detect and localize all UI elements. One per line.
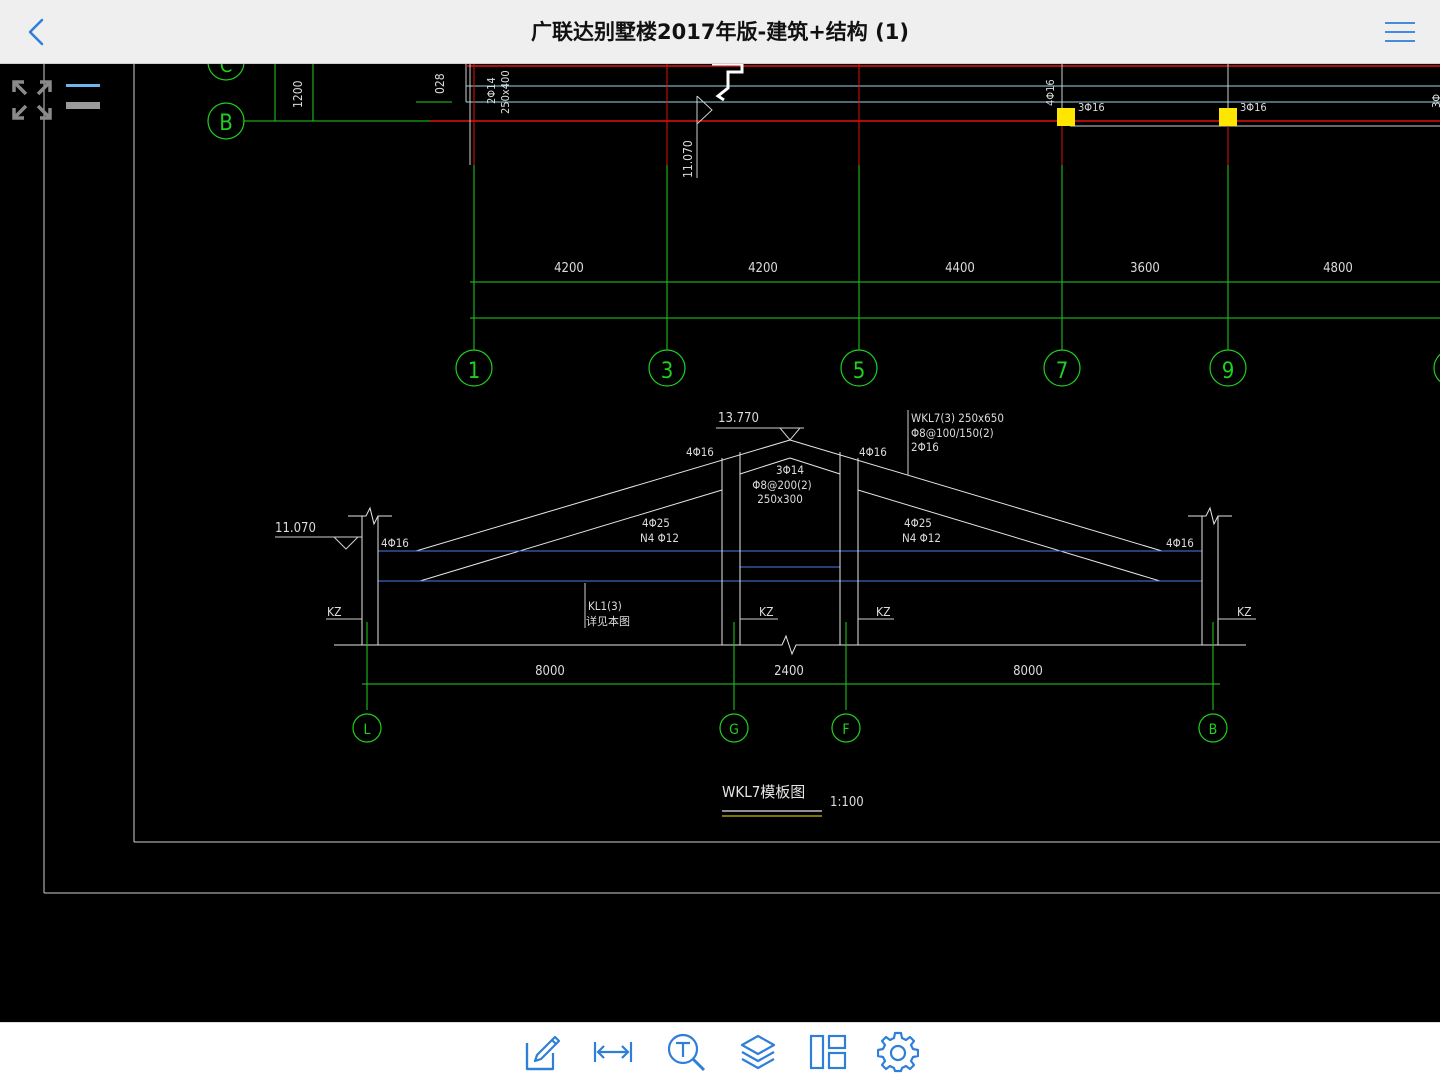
rebar-3phi-c: 3Φ bbox=[1430, 94, 1440, 108]
bottom-dim-2: 2400 bbox=[774, 664, 804, 679]
drawing-scale: 1:100 bbox=[830, 795, 864, 810]
measure-tool-button[interactable] bbox=[592, 1031, 634, 1073]
elev-11070-left: 11.070 bbox=[275, 521, 316, 536]
settings-button[interactable] bbox=[876, 1031, 920, 1073]
bottom-dim-1: 8000 bbox=[535, 664, 565, 679]
rebar-3phi16-a: 3Φ16 bbox=[1078, 101, 1105, 114]
dim-9-11: 4800 bbox=[1323, 261, 1353, 276]
layer-lines-icon bbox=[66, 84, 100, 109]
axis-label-7: 7 bbox=[1056, 359, 1069, 384]
cad-drawing-canvas[interactable]: C B 1200 028 2Φ14 250x400 11.070 bbox=[0, 64, 1440, 1022]
fit-view-button[interactable] bbox=[8, 76, 56, 124]
rebar-3phi16-b: 3Φ16 bbox=[1240, 101, 1267, 114]
dim-3-5: 4200 bbox=[748, 261, 778, 276]
expand-arrows-icon bbox=[12, 80, 52, 120]
grid-label-b: B bbox=[219, 111, 233, 136]
chevron-left-icon bbox=[28, 18, 44, 46]
drawing-frame bbox=[43, 64, 1440, 894]
wkl7-spec-line2: Φ8@100/150(2) bbox=[911, 426, 994, 440]
column-marker-7 bbox=[1057, 108, 1075, 126]
rebar-left-bottom-line1: 4Φ25 bbox=[642, 516, 670, 530]
column-marker-9 bbox=[1219, 108, 1237, 126]
wkl7-spec-line1: WKL7(3) 250x650 bbox=[911, 411, 1004, 425]
top-nav-bar: 广联达别墅楼2017年版-建筑+结构 (1) bbox=[0, 0, 1440, 64]
text-search-button[interactable] bbox=[665, 1031, 707, 1073]
kz-label-1: KZ bbox=[327, 605, 341, 619]
menu-button[interactable] bbox=[1382, 14, 1418, 50]
axis-label-5: 5 bbox=[853, 359, 866, 384]
axis-label-9: 9 bbox=[1222, 359, 1235, 384]
dim-5-7: 4400 bbox=[945, 261, 975, 276]
rebar-right-bottom-line2: N4 Φ12 bbox=[902, 531, 941, 545]
drawing-title: WKL7模板图 bbox=[722, 783, 805, 801]
wkl7-elevation: 13.770 WKL7(3) 250x650 Φ8@100/150(2) 2Φ1… bbox=[275, 410, 1256, 817]
markup-tool-button[interactable] bbox=[521, 1031, 563, 1073]
back-button[interactable] bbox=[18, 12, 58, 52]
top-plan-fragment: C B 1200 028 2Φ14 250x400 11.070 bbox=[207, 64, 1440, 178]
rebar-2phi14: 2Φ14 bbox=[485, 77, 498, 104]
settings-gear-icon bbox=[876, 1031, 920, 1073]
rebar-mid-line2: Φ8@200(2) bbox=[752, 478, 811, 492]
text-search-icon bbox=[667, 1033, 706, 1072]
rebar-right-bottom-line1: 4Φ25 bbox=[904, 516, 932, 530]
layers-button[interactable] bbox=[737, 1031, 779, 1073]
grid-label-c: C bbox=[220, 64, 233, 77]
axis-label-g: G bbox=[729, 722, 739, 738]
rebar-top-right: 4Φ16 bbox=[859, 445, 887, 459]
layers-icon bbox=[740, 1034, 776, 1070]
kl1-label-line2: 详见本图 bbox=[586, 614, 630, 628]
kz-label-3: KZ bbox=[876, 605, 890, 619]
layout-panels-icon bbox=[809, 1034, 847, 1070]
elev-13770: 13.770 bbox=[718, 411, 759, 426]
measure-distance-icon bbox=[593, 1042, 633, 1062]
beam-250x400: 250x400 bbox=[499, 70, 512, 114]
rebar-mid-line3: 250x300 bbox=[757, 492, 803, 506]
bottom-dim-3: 8000 bbox=[1013, 664, 1043, 679]
layout-button[interactable] bbox=[807, 1031, 849, 1073]
rebar-left-end: 4Φ16 bbox=[381, 536, 409, 550]
axis-label-l: L bbox=[363, 722, 370, 738]
axis-label-f: F bbox=[842, 722, 849, 738]
grid-circle-c bbox=[207, 64, 245, 81]
cad-drawing: C B 1200 028 2Φ14 250x400 11.070 bbox=[43, 64, 1440, 894]
kz-label-4: KZ bbox=[1237, 605, 1251, 619]
kz-label-2: KZ bbox=[759, 605, 773, 619]
bottom-toolbar bbox=[0, 1022, 1440, 1080]
kl1-label-line1: KL1(3) bbox=[588, 599, 622, 613]
axis-dimensions: 4200 4200 4400 3600 4800 1 3 5 7 9 bbox=[455, 165, 1440, 387]
rebar-right-end: 4Φ16 bbox=[1166, 536, 1194, 550]
dim-1200: 1200 bbox=[291, 80, 305, 108]
axis-label-3: 3 bbox=[661, 359, 674, 384]
markup-pencil-icon bbox=[525, 1035, 561, 1071]
dim-028: 028 bbox=[433, 73, 447, 94]
elev-11070-top: 11.070 bbox=[681, 140, 695, 178]
rebar-left-bottom-line2: N4 Φ12 bbox=[640, 531, 679, 545]
page-title: 广联达别墅楼2017年版-建筑+结构 (1) bbox=[531, 20, 909, 44]
rebar-top-left: 4Φ16 bbox=[686, 445, 714, 459]
dim-1-3: 4200 bbox=[554, 261, 584, 276]
dim-7-9: 3600 bbox=[1130, 261, 1160, 276]
axis-label-b: B bbox=[1209, 722, 1218, 738]
rebar-4phi16-top: 4Φ16 bbox=[1044, 79, 1057, 106]
rebar-mid-line1: 3Φ14 bbox=[776, 463, 804, 477]
axis-label-1: 1 bbox=[468, 359, 481, 384]
layer-toggle-button[interactable] bbox=[62, 78, 104, 114]
wkl7-spec-line3: 2Φ16 bbox=[911, 440, 939, 454]
hamburger-menu-icon bbox=[1385, 22, 1415, 42]
